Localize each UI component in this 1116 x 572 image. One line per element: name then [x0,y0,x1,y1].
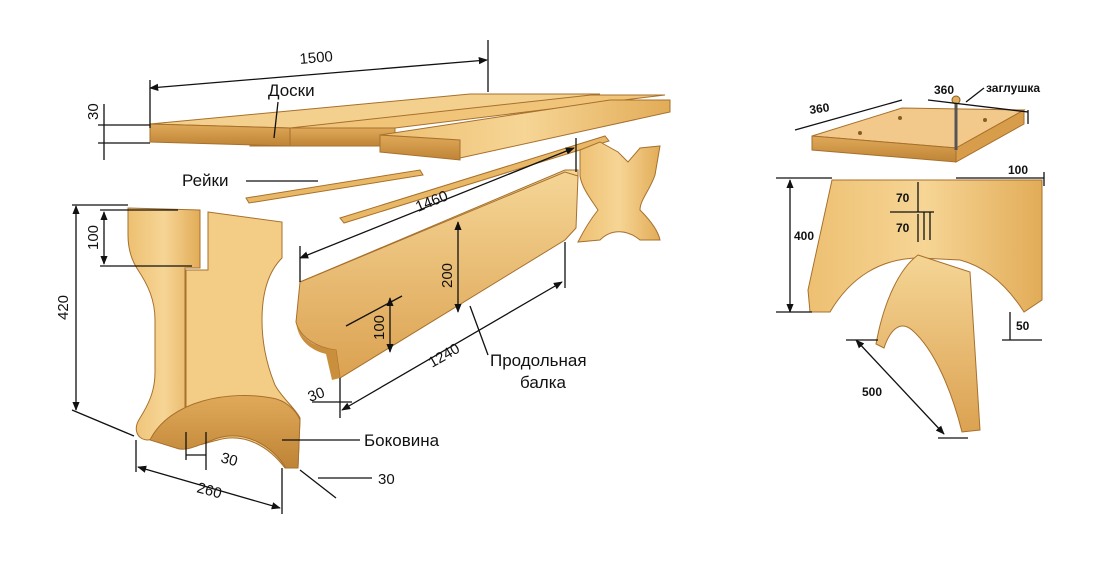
dim-1500: 1500 [299,48,334,68]
dim-260: 260 [195,479,224,502]
dim-100-overhang: 100 [1008,163,1028,177]
rail-left [245,169,424,204]
dim-30-side-line [299,469,337,499]
dim-1240: 1240 [426,340,463,371]
label-boards: Доски [268,81,315,100]
dim-420: 420 [55,295,72,320]
stool-dimensions [776,87,1045,439]
dim-360-left: 360 [808,100,830,117]
label-beam-line1: Продольная [490,351,587,370]
screw-hole-3 [898,116,902,120]
dim-260-line [137,465,281,510]
dim-50: 50 [1016,319,1030,333]
bench-dimension-texts: 1500 30 1460 200 100 1240 30 420 100 30 … [55,48,463,502]
dim-400: 400 [794,229,814,243]
dim-1460: 1460 [413,187,450,215]
label-beam-line2: балка [520,373,567,392]
dim-70-upper: 70 [896,191,910,205]
dim-500: 500 [862,385,882,399]
seat-side [955,109,1025,163]
stool-dimension-texts: 360 360 заглушка 100 70 70 400 50 500 [794,81,1040,399]
dim-100-beam: 100 [371,315,388,340]
stool-drawing: 360 360 заглушка 100 70 70 400 50 500 [776,81,1045,439]
dim-360-left-line [794,99,903,131]
dim-500-line [855,339,945,435]
dim-1460-line [299,147,575,259]
dim-30-side: 30 [378,471,395,488]
screw-hole-2 [983,118,987,122]
bench-side-back [577,141,661,243]
label-rails: Рейки [182,171,228,190]
dim-100-side: 100 [85,225,102,250]
bench-part-labels: Доски Рейки Продольная балка Боковина [182,81,587,450]
dim-30-beam: 30 [306,384,327,406]
dim-30-slot: 30 [219,449,240,470]
beam-notch-shade [296,322,340,380]
bench-drawing: 1500 30 1460 200 100 1240 30 420 100 30 … [55,40,671,514]
label-plug: заглушка [986,81,1040,95]
dim-70-lower: 70 [896,221,910,235]
board-front-face [379,134,461,161]
dim-360-top: 360 [934,83,954,97]
dim-30-top: 30 [85,103,102,120]
bench-side-front [127,207,301,469]
bench-dimensions [71,40,577,514]
dim-1500-line [149,57,488,91]
stool-leg-front [875,254,981,433]
stool-seat [811,95,1026,163]
dim-200: 200 [439,263,456,288]
label-side: Боковина [364,431,440,450]
dim-360-top-line [927,99,1029,113]
dim-1240-line [341,281,563,411]
board-middle-front-face [149,123,291,147]
screw-hole-1 [858,131,862,135]
